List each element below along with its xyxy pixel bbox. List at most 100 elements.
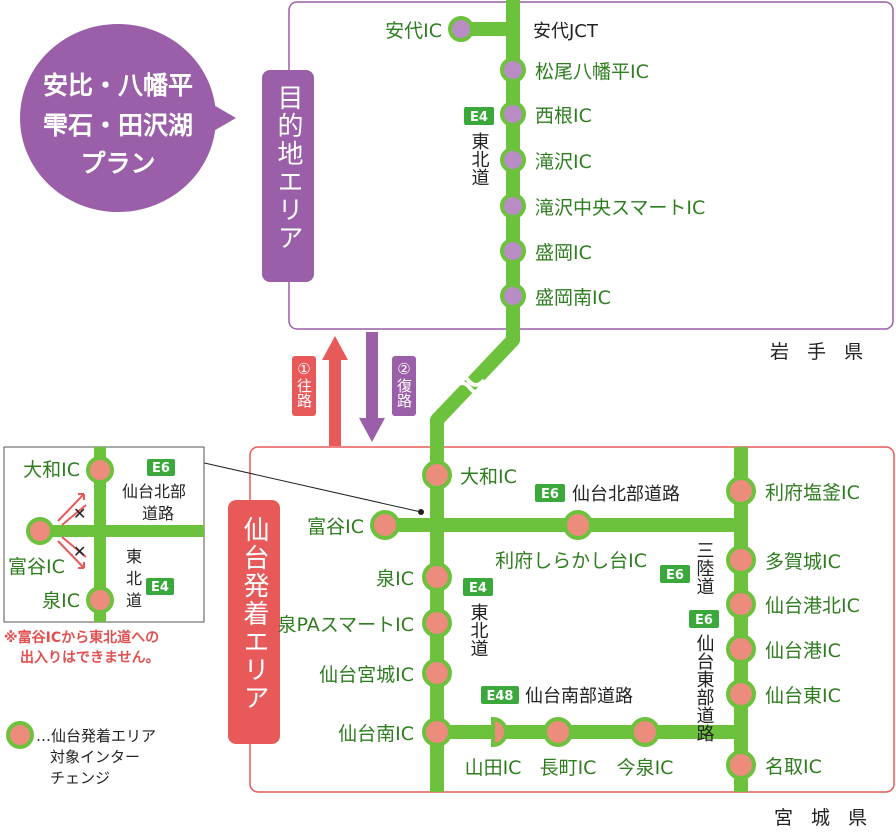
inset-cross-lower-icon: ✕ xyxy=(73,542,86,561)
node-imaizumi-ic xyxy=(630,717,660,747)
badge-e48 xyxy=(481,686,519,704)
outbound-arrow xyxy=(322,336,348,446)
badge-e48-text: E48 xyxy=(487,689,514,704)
badge-e4-miyagi xyxy=(463,578,493,596)
node-sendai-minami-ic xyxy=(422,717,452,747)
node-natori-ic xyxy=(726,750,756,780)
plan-line-3: プラン xyxy=(80,149,155,178)
inset-node-tomiya xyxy=(26,517,54,545)
departure-area-tag xyxy=(228,500,280,744)
inset-label-daiwa: 大和IC xyxy=(23,459,80,481)
note-line-2: 出入りはできません。 xyxy=(20,649,160,666)
iwate-ic-nodes xyxy=(448,16,526,309)
inset-label-e4-1: 東 xyxy=(126,547,142,566)
label-ashiro-jct: 安代JCT xyxy=(533,21,599,42)
destination-area-tag xyxy=(262,70,314,282)
legend-line-2: 対象インター xyxy=(50,748,140,766)
label-izumi-pa-ic: 泉PAスマートIC xyxy=(277,614,414,636)
label-sendaiko-ic: 仙台港IC xyxy=(765,640,841,662)
inset-label-e6-1: 仙台北部 xyxy=(122,482,186,501)
inset-label-e6-2: 道路 xyxy=(142,504,174,523)
node-rifu-shirakashi-ic xyxy=(563,510,593,540)
inset-node-daiwa xyxy=(86,456,114,484)
label-ashiro-ic: 安代IC xyxy=(385,20,442,42)
node-morioka-ic xyxy=(500,238,526,264)
node-takizawa-ic xyxy=(500,147,526,173)
label-takizawa-ic: 滝沢IC xyxy=(535,151,592,173)
inset-label-e4-3: 道 xyxy=(126,591,142,610)
inset-badge-e6 xyxy=(147,459,175,476)
node-tagajo-ic xyxy=(726,545,756,575)
miyagi-ic-nodes xyxy=(370,460,756,780)
label-sendaiko-kita-ic: 仙台港北IC xyxy=(765,595,860,617)
legend-line-1: …仙台発着エリア xyxy=(36,727,156,745)
node-izumi-ic xyxy=(422,562,452,592)
node-morioka-minami-ic xyxy=(500,283,526,309)
label-tohoku-iwate: 東北道 xyxy=(469,132,490,186)
destination-area-label: 目的地エリア xyxy=(273,84,303,252)
label-morioka-ic: 盛岡IC xyxy=(535,242,592,264)
label-morioka-minami-ic: 盛岡南IC xyxy=(535,287,611,309)
label-natori-ic: 名取IC xyxy=(765,756,822,778)
node-matsuo-hachimantai-ic xyxy=(500,57,526,83)
label-daiwa-ic: 大和IC xyxy=(460,466,517,488)
label-sendai-nanbu: 仙台南部道路 xyxy=(525,686,633,707)
inset-pointer-line xyxy=(199,461,422,513)
inset-label-izumi: 泉IC xyxy=(42,590,80,612)
outbound-tag xyxy=(292,356,316,416)
label-imaizumi-ic: 今泉IC xyxy=(617,757,674,779)
inset-badge-e4-text: E4 xyxy=(151,580,169,595)
label-tohoku-miyagi: 東北道 xyxy=(468,603,489,657)
node-yamada-ic xyxy=(491,716,508,748)
label-yamada-ic: 山田IC xyxy=(465,757,522,779)
plan-bubble: 安比・八幡平 雫石・田沢湖 プラン xyxy=(20,24,236,212)
badge-e6-east-text: E6 xyxy=(695,613,713,628)
inset-label-tomiya: 富谷IC xyxy=(8,556,65,578)
node-sendai-higashi-ic xyxy=(726,679,756,709)
badge-e6-north-text: E6 xyxy=(541,487,559,502)
label-rifu-shirakashi-ic: 利府しらかし台IC xyxy=(495,550,647,572)
plan-line-2: 雫石・田沢湖 xyxy=(43,111,193,140)
inset-badge-e4 xyxy=(146,578,174,595)
label-nagamachi-ic: 長町IC xyxy=(540,757,597,779)
note-line-1: ※富谷ICから東北道への xyxy=(4,629,159,646)
label-sendai-hokubu: 仙台北部道路 xyxy=(572,484,680,505)
node-ashiro-ic xyxy=(448,16,474,42)
inset-cross-upper-icon: ✕ xyxy=(73,504,86,523)
return-tag xyxy=(392,356,416,416)
plan-line-1: 安比・八幡平 xyxy=(43,71,193,100)
label-sanriku: 三陸道 xyxy=(694,541,715,595)
legend-node-icon xyxy=(6,721,34,749)
outbound-label: ①往路 xyxy=(295,360,313,408)
label-sendai-higashi-ic: 仙台東IC xyxy=(765,685,841,707)
node-nagamachi-ic xyxy=(543,717,573,747)
label-rifu-shiogama-ic: 利府塩釜IC xyxy=(765,482,860,504)
inset-badge-e6-text: E6 xyxy=(152,461,170,476)
label-tomiya-ic: 富谷IC xyxy=(307,516,364,538)
node-izumi-pa-ic xyxy=(422,608,452,638)
badge-e6-east xyxy=(689,610,719,628)
node-tomiya-ic xyxy=(370,510,400,540)
badge-e4-iwate-text: E4 xyxy=(470,110,488,125)
inset-label-e4-2: 北 xyxy=(126,569,142,588)
label-matsuo-hachimantai-ic: 松尾八幡平IC xyxy=(535,61,649,83)
badge-e6-sanriku-text: E6 xyxy=(666,568,684,583)
return-label: ②復路 xyxy=(395,360,413,408)
label-takizawa-chuo-ic: 滝沢中央スマートIC xyxy=(535,197,705,219)
return-arrow xyxy=(359,332,385,442)
label-tagajo-ic: 多賀城IC xyxy=(765,551,841,573)
node-sendaiko-ic xyxy=(726,634,756,664)
departure-area-label: 仙台発着エリア xyxy=(239,516,269,712)
label-sendai-minami-ic: 仙台南IC xyxy=(338,723,414,745)
node-sendaiko-kita-ic xyxy=(726,589,756,619)
node-nishine-ic xyxy=(500,101,526,127)
prefecture-miyagi: 宮 城 県 xyxy=(774,807,873,829)
badge-e4-iwate xyxy=(464,107,494,125)
label-sendai-tobu: 仙台東部道路 xyxy=(694,634,715,742)
legend-line-3: チェンジ xyxy=(50,769,110,787)
label-sendai-miyagi-ic: 仙台宮城IC xyxy=(319,664,414,686)
inset-node-izumi xyxy=(86,586,114,614)
label-izumi-ic: 泉IC xyxy=(376,568,414,590)
node-daiwa-ic xyxy=(422,460,452,490)
